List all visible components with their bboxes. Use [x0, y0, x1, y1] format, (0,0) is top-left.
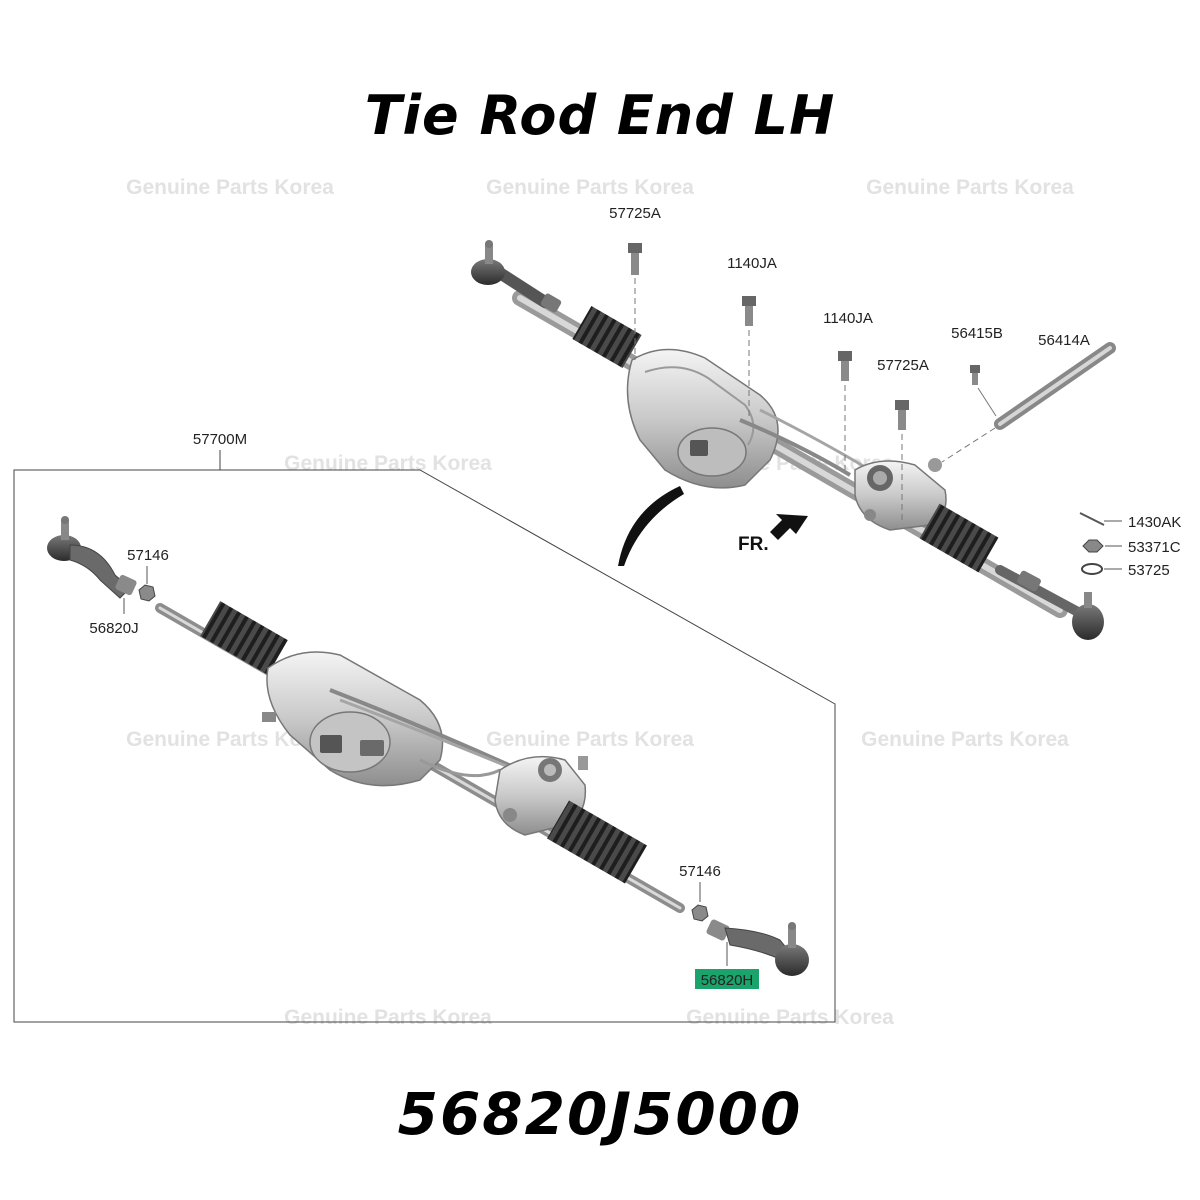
page-title: Tie Rod End LH [364, 84, 836, 147]
rack-boot-lower-left [200, 601, 288, 675]
pinion-housing-top [854, 458, 947, 531]
bolt-57725a-top [628, 243, 642, 360]
tie-rod-end-lower-left [47, 516, 137, 599]
gear-housing-lower [262, 651, 541, 787]
part-number: 56820J5000 [397, 1080, 803, 1148]
callout-1140ja-1: 1140JA [727, 255, 777, 272]
callout-57146-right: 57146 [679, 863, 721, 880]
callout-53371c: 53371C [1128, 539, 1181, 556]
bolt-56415b [970, 365, 997, 417]
curved-pointer [618, 486, 684, 566]
callout-1430ak: 1430AK [1128, 514, 1181, 531]
callout-57146-left: 57146 [127, 547, 169, 564]
jam-nut-left [138, 584, 156, 602]
gear-housing-top [626, 348, 871, 489]
direction-label: FR. [738, 534, 769, 555]
watermark-text: Genuine Parts Korea [486, 728, 694, 751]
rack-boot-lower-right [547, 800, 647, 884]
callout-57725a-top: 57725A [609, 205, 661, 222]
callout-56820h-highlighted: 56820H [701, 972, 754, 989]
tie-rod-end-lower-right [691, 904, 809, 976]
cotter-pin [1079, 512, 1122, 526]
rack-boot-top-right [919, 503, 999, 573]
watermark-text: Genuine Parts Korea [126, 728, 334, 751]
callout-56414a: 56414A [1038, 332, 1090, 349]
castle-nut [1082, 539, 1122, 553]
front-direction-arrow [770, 514, 808, 540]
watermark-text: Genuine Parts Korea [686, 1006, 894, 1029]
jam-nut-right [691, 904, 709, 922]
callout-56820j: 56820J [89, 620, 138, 637]
steering-gear-lower-assembly [47, 516, 809, 976]
callout-56415b: 56415B [951, 325, 1003, 342]
callout-57725a-right: 57725A [877, 357, 929, 374]
bolt-1140ja-2 [838, 351, 852, 470]
tie-rod-end-top-right [995, 565, 1104, 640]
bolt-1140ja-1 [742, 296, 756, 420]
callout-53725: 53725 [1128, 562, 1170, 579]
tie-rod-end-top-left [471, 240, 562, 313]
watermark-text: Genuine Parts Korea [126, 176, 334, 199]
watermarks: Genuine Parts Korea Genuine Parts Korea … [126, 176, 1074, 1029]
callout-1140ja-2: 1140JA [823, 310, 873, 327]
washer [1081, 563, 1122, 575]
watermark-text: Genuine Parts Korea [284, 1006, 492, 1029]
rack-boot-top-left [572, 306, 642, 368]
steering-gear-top-assembly: FR. [471, 240, 1122, 640]
highlight-box [695, 969, 759, 989]
watermark-text: Genuine Parts Korea [861, 728, 1069, 751]
watermark-text: Genuine Parts Korea [486, 176, 694, 199]
callout-57700m: 57700M [193, 431, 247, 448]
watermark-text: Genuine Parts Korea [284, 452, 492, 475]
assembly-box [13, 469, 836, 1023]
watermark-text: Genuine Parts Korea [866, 176, 1074, 199]
bolt-57725a-right [895, 400, 909, 520]
